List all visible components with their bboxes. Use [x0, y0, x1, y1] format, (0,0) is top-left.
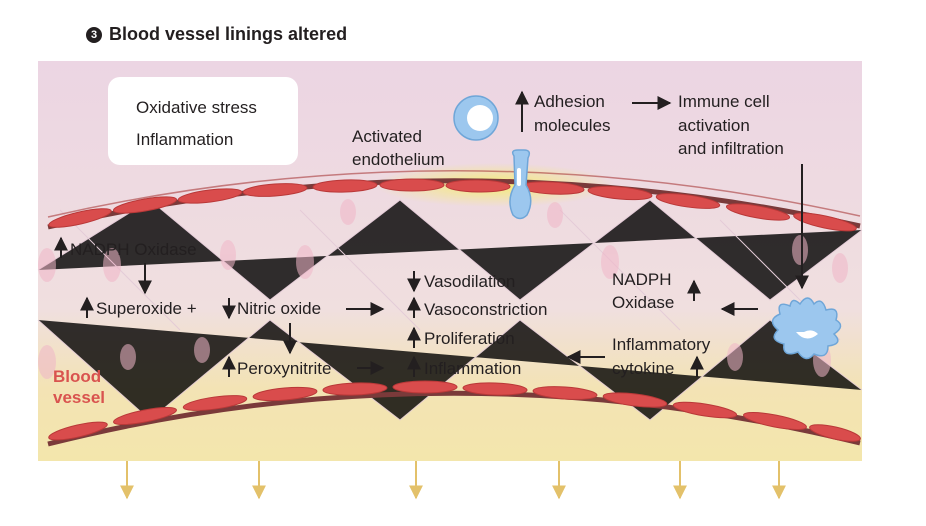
outflow-arrows — [120, 461, 786, 500]
change-arrows — [54, 90, 704, 377]
adhesion-molecules-label-line2: molecules — [534, 116, 611, 135]
nadph-oxidase-left-label: NADPH Oxidase — [70, 240, 197, 259]
activated-endothelium-label-line2: endothelium — [352, 150, 445, 169]
legend-inflammation: Inflammation — [136, 130, 234, 149]
legend-oxidative-stress: Oxidative stress — [136, 98, 257, 117]
proliferation-label: Proliferation — [424, 329, 515, 348]
nitric-oxide-label: Nitric oxide — [237, 299, 322, 318]
peroxynitrite-label: Peroxynitrite — [237, 359, 332, 378]
section-heading: 3 Blood vessel linings altered — [86, 24, 347, 45]
blood-vessel-label-line2: vessel — [53, 388, 105, 407]
background-cells — [38, 199, 848, 379]
activated-endothelium-label-line1: Activated — [352, 127, 422, 146]
inflammation-label: Inflammation — [424, 359, 522, 378]
pathway-arrows — [138, 96, 809, 375]
blood-vessel-label: Blood vessel — [53, 366, 105, 408]
inflammatory-cytokine-label-line1: Inflammatory — [612, 335, 711, 354]
vasodilation-label: Vasodilation — [424, 272, 516, 291]
blood-vessel-label-line1: Blood — [53, 367, 102, 386]
legend-box — [108, 77, 298, 165]
monocyte-icon — [453, 95, 499, 141]
immune-activation-label-line3: and infiltration — [678, 139, 784, 158]
nadph-oxidase-right-label-line1: NADPH — [612, 270, 672, 289]
nadph-oxidase-right-label-line2: Oxidase — [612, 293, 675, 312]
section-title: Blood vessel linings altered — [109, 24, 348, 44]
bottom-endothelial-cells — [48, 380, 861, 442]
immune-activation-label-line2: activation — [678, 116, 750, 135]
inflammatory-cytokine-label-line2: cytokine — [612, 359, 675, 378]
step-number-badge: 3 — [86, 26, 102, 43]
transmigrating-cell-icon — [509, 149, 532, 220]
adhesion-molecules-label-line1: Adhesion — [534, 92, 605, 111]
top-endothelial-cells — [48, 178, 857, 232]
macrophage-icon — [771, 297, 842, 360]
immune-activation-label-line1: Immune cell — [678, 92, 770, 111]
superoxide-label: Superoxide + — [96, 299, 197, 318]
bottom-vessel-wall — [47, 390, 861, 447]
vasoconstriction-label: Vasoconstriction — [424, 300, 548, 319]
